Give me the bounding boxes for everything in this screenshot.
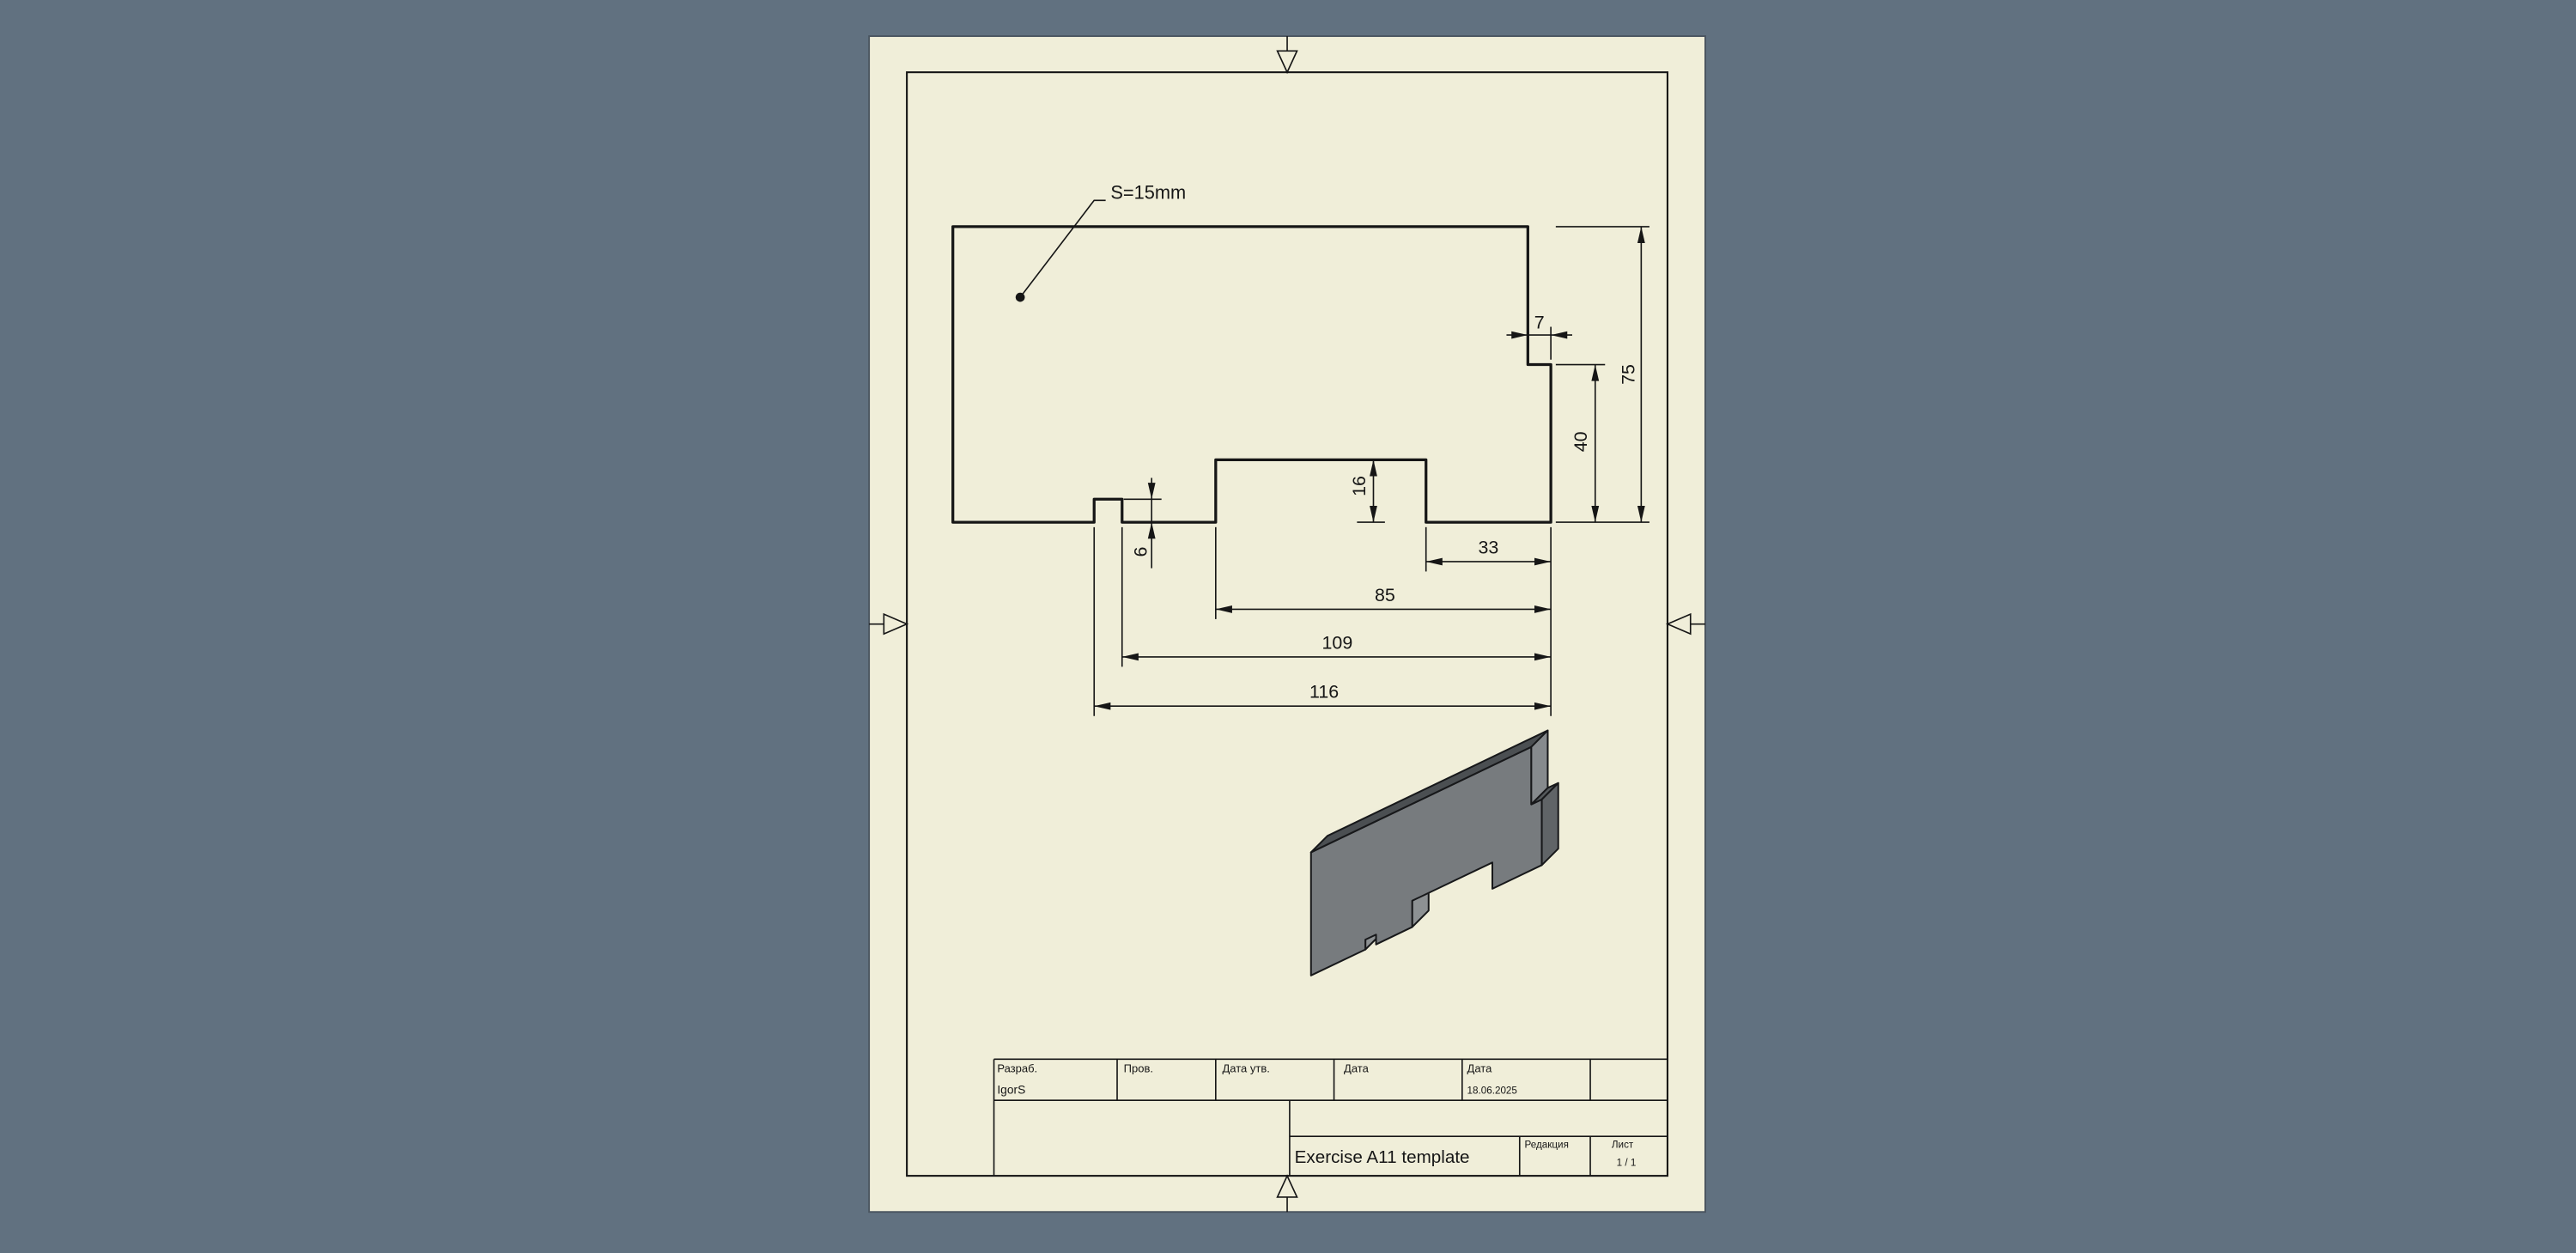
- developer-label: Разраб.: [997, 1062, 1037, 1075]
- dim-16-label[interactable]: 16: [1349, 476, 1370, 496]
- drawing-sheet: [868, 35, 1706, 1213]
- drawing-title[interactable]: Exercise A11 template: [1295, 1147, 1470, 1167]
- developer-name[interactable]: IgorS: [997, 1084, 1025, 1097]
- dim-40-label[interactable]: 40: [1571, 431, 1591, 452]
- dim-6-label[interactable]: 6: [1130, 547, 1151, 557]
- thickness-leader[interactable]: S=15mm: [1015, 181, 1186, 302]
- sheet-value: 1 / 1: [1617, 1158, 1637, 1169]
- title-block-lines: [993, 1058, 1668, 1177]
- checker-label: Пров.: [1124, 1062, 1153, 1075]
- date-label-b: Дата: [1467, 1062, 1493, 1075]
- dim-109-label[interactable]: 109: [1322, 632, 1353, 653]
- date-value[interactable]: 18.06.2025: [1467, 1086, 1517, 1097]
- date-label-a: Дата: [1344, 1062, 1370, 1075]
- iso-right-end-face: [1540, 782, 1559, 867]
- center-mark-bottom: [1276, 1174, 1298, 1213]
- dimension-lines[interactable]: [1094, 226, 1645, 710]
- center-mark-left: [869, 612, 909, 636]
- part-profile-outline[interactable]: [951, 225, 1552, 524]
- center-mark-top: [1276, 36, 1298, 75]
- revision-label: Редакция: [1525, 1140, 1569, 1151]
- dim-7-label[interactable]: 7: [1534, 312, 1545, 332]
- approve-date-label: Дата утв.: [1222, 1062, 1269, 1075]
- dim-75-label[interactable]: 75: [1619, 364, 1639, 385]
- dim-33-label[interactable]: 33: [1479, 537, 1499, 557]
- thickness-note[interactable]: S=15mm: [1110, 181, 1186, 203]
- center-mark-right: [1665, 612, 1705, 636]
- dim-85-label[interactable]: 85: [1375, 585, 1395, 605]
- title-block: Разраб. IgorS Пров. Дата утв. Дата Дата …: [993, 1058, 1668, 1177]
- isometric-view[interactable]: [1309, 729, 1559, 976]
- leader-line: [1019, 199, 1106, 298]
- dim-116-label[interactable]: 116: [1309, 682, 1339, 703]
- sheet-label: Лист: [1612, 1140, 1634, 1151]
- front-view: 7 75 40 16 6 33 85 109 116 S=15mm: [951, 181, 1649, 716]
